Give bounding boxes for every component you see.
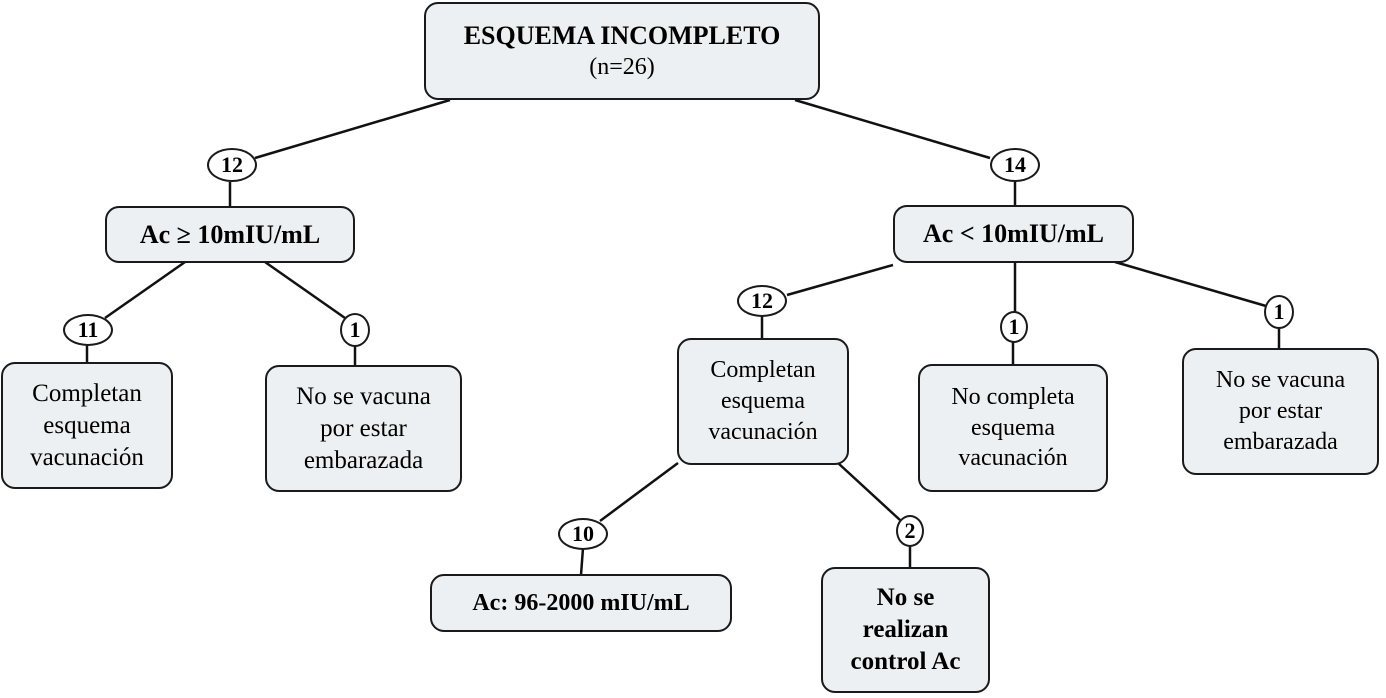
count-badge-embarazada-right: 1 xyxy=(1264,295,1294,329)
count-badge-ac-range: 10 xyxy=(558,518,608,550)
edge-ac-high-to-count-1 xyxy=(264,260,346,320)
completan-esquema-node-right: Completan esquema vacunación xyxy=(677,338,849,465)
edge-ac-low-to-count-1-right xyxy=(1114,260,1267,308)
edge-ac-high-to-count-11 xyxy=(104,260,186,320)
completan-esquema-label-right: Completan esquema vacunación xyxy=(708,357,818,445)
embarazada-node-right: No se vacuna por estar embarazada xyxy=(1182,348,1379,475)
edge-completan-to-count-10 xyxy=(599,461,679,523)
embarazada-node-left: No se vacuna por estar embarazada xyxy=(265,365,462,492)
count-badge-no-completa: 1 xyxy=(1000,311,1028,343)
edge-root-to-count-14 xyxy=(794,98,991,160)
completan-esquema-label-left: Completan esquema vacunación xyxy=(30,379,144,471)
ac-low-node: Ac < 10mIU/mL xyxy=(893,205,1134,263)
no-completa-label: No completa esquema vacunación xyxy=(951,383,1075,472)
edge-completan-to-count-2 xyxy=(837,462,901,521)
root-title: ESQUEMA INCOMPLETO xyxy=(463,21,781,50)
count-badge-no-control: 2 xyxy=(896,515,924,547)
count-badge-completan-right: 12 xyxy=(737,285,787,317)
edge-count-10-to-ac-range xyxy=(579,547,585,576)
embarazada-label-right: No se vacuna por estar embarazada xyxy=(1215,367,1346,455)
count-badge-completan-left: 11 xyxy=(63,314,113,346)
count-badge-embarazada-left: 1 xyxy=(340,313,370,347)
root-node: ESQUEMA INCOMPLETO (n=26) xyxy=(424,2,820,100)
count-badge-right: 14 xyxy=(990,148,1040,182)
no-control-label: No se realizan control Ac xyxy=(850,584,961,675)
edge-root-to-count-12 xyxy=(254,98,451,160)
no-control-node: No se realizan control Ac xyxy=(821,567,990,693)
root-subtitle: (n=26) xyxy=(589,54,655,81)
completan-esquema-node-left: Completan esquema vacunación xyxy=(1,362,173,489)
ac-high-node: Ac ≥ 10mIU/mL xyxy=(105,206,355,263)
no-completa-node: No completa esquema vacunación xyxy=(918,364,1108,492)
edge-ac-low-to-count-12 xyxy=(786,263,894,297)
count-badge-left: 12 xyxy=(207,148,257,182)
ac-range-node: Ac: 96-2000 mIU/mL xyxy=(430,574,732,632)
embarazada-label-left: No se vacuna por estar embarazada xyxy=(296,382,431,474)
